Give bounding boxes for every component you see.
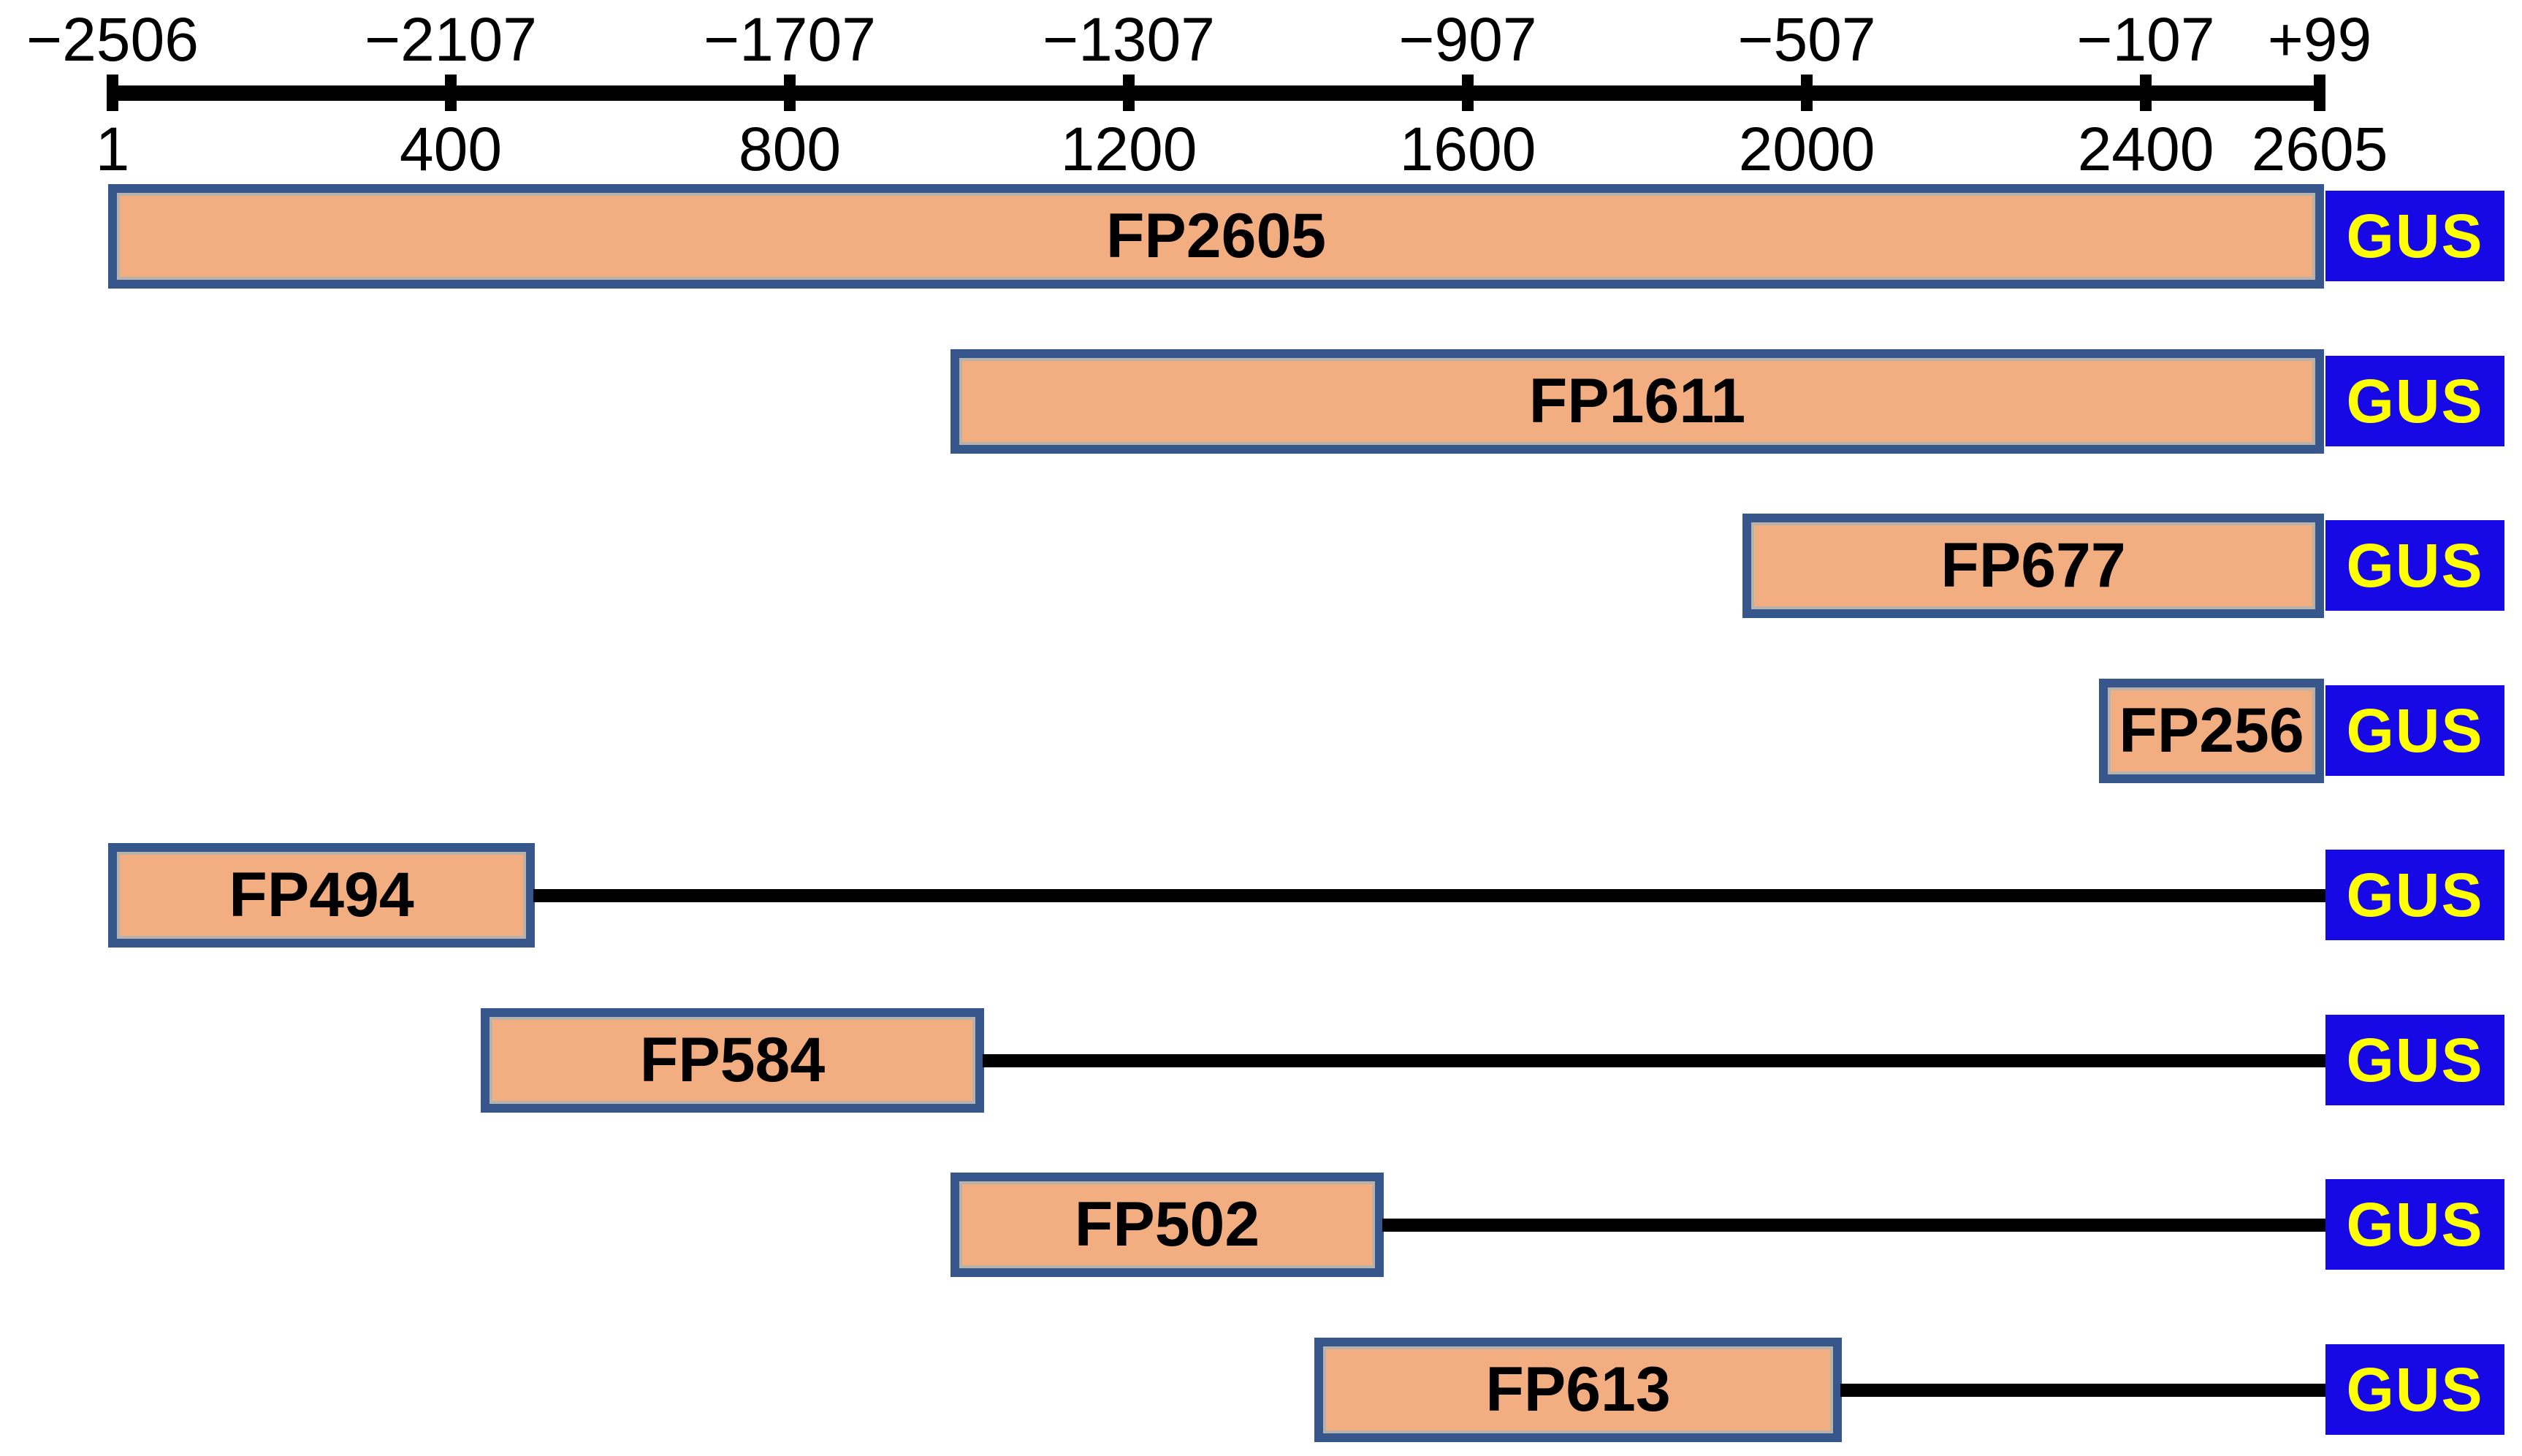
ruler-bottom-label-800: 800 xyxy=(738,115,842,183)
gus-reporter-label: GUS xyxy=(2346,860,2484,929)
ruler-axis-line xyxy=(107,85,2325,101)
ruler-bottom-label-2605: 2605 xyxy=(2251,115,2388,183)
gus-reporter-label: GUS xyxy=(2346,1189,2484,1259)
ruler-top-label-2605: +99 xyxy=(2267,5,2372,74)
promoter-fragment-bar-fp2605: FP2605 xyxy=(108,184,2324,289)
promoter-fragment-bar-fp677: FP677 xyxy=(1742,514,2324,618)
gus-reporter-label: GUS xyxy=(2346,1025,2484,1094)
fragment-label-fp502: FP502 xyxy=(1074,1189,1260,1259)
gus-reporter-label: GUS xyxy=(2346,530,2484,600)
promoter-fragment-bar-fp613: FP613 xyxy=(1314,1338,1842,1442)
connector-line-fp502 xyxy=(1382,1219,2325,1232)
ruler-tick-800 xyxy=(784,75,796,111)
promoter-fragment-bar-fp1611: FP1611 xyxy=(950,349,2324,454)
ruler-tick-1600 xyxy=(1462,75,1474,111)
ruler-tick-2000 xyxy=(1801,75,1813,111)
fragment-label-fp613: FP613 xyxy=(1485,1354,1671,1425)
connector-line-fp584 xyxy=(983,1054,2325,1067)
gus-reporter-box: GUS xyxy=(2325,1344,2504,1435)
ruler-tick-1200 xyxy=(1123,75,1135,111)
ruler-bottom-label-1600: 1600 xyxy=(1399,115,1536,183)
ruler-bottom-label-1: 1 xyxy=(95,115,130,183)
fragment-label-fp2605: FP2605 xyxy=(1105,201,1327,271)
ruler-bottom-label-400: 400 xyxy=(399,115,503,183)
ruler-top-label-2400: −107 xyxy=(2076,5,2215,74)
gus-reporter-box: GUS xyxy=(2325,850,2504,940)
ruler-top-label-2000: −507 xyxy=(1737,5,1876,74)
gus-reporter-label: GUS xyxy=(2346,695,2484,765)
promoter-fragment-bar-fp494: FP494 xyxy=(108,843,535,948)
fragment-label-fp677: FP677 xyxy=(1940,530,2126,601)
promoter-fragment-bar-fp584: FP584 xyxy=(481,1008,984,1113)
fragment-label-fp256: FP256 xyxy=(2119,695,2304,766)
ruler-top-label-400: −2107 xyxy=(365,5,537,74)
fragment-label-fp584: FP584 xyxy=(639,1025,826,1095)
ruler-top-label-1600: −907 xyxy=(1398,5,1537,74)
gus-reporter-box: GUS xyxy=(2325,685,2504,776)
ruler-tick-400 xyxy=(445,75,457,111)
ruler-bottom-label-1200: 1200 xyxy=(1060,115,1197,183)
ruler-tick-2400 xyxy=(2140,75,2152,111)
gus-reporter-box: GUS xyxy=(2325,191,2504,281)
ruler-bottom-label-2400: 2400 xyxy=(2077,115,2214,183)
fragment-label-fp494: FP494 xyxy=(229,860,414,930)
gus-reporter-label: GUS xyxy=(2346,366,2484,435)
gus-reporter-box: GUS xyxy=(2325,1179,2504,1270)
connector-line-fp494 xyxy=(533,889,2325,902)
gus-reporter-box: GUS xyxy=(2325,1015,2504,1105)
ruler-top-label-800: −1707 xyxy=(704,5,876,74)
gus-reporter-label: GUS xyxy=(2346,201,2484,270)
ruler-top-label-1200: −1307 xyxy=(1043,5,1215,74)
fragment-label-fp1611: FP1611 xyxy=(1528,366,1746,436)
ruler-tick-1 xyxy=(107,75,118,111)
gus-reporter-box: GUS xyxy=(2325,520,2504,611)
gus-reporter-box: GUS xyxy=(2325,356,2504,446)
ruler-tick-2605 xyxy=(2314,75,2325,111)
connector-line-fp613 xyxy=(1840,1384,2325,1397)
ruler-bottom-label-2000: 2000 xyxy=(1738,115,1875,183)
gus-reporter-label: GUS xyxy=(2346,1354,2484,1424)
ruler-top-label-1: −2506 xyxy=(26,5,199,74)
promoter-fragment-bar-fp502: FP502 xyxy=(950,1173,1384,1277)
promoter-fragment-bar-fp256: FP256 xyxy=(2099,679,2324,783)
